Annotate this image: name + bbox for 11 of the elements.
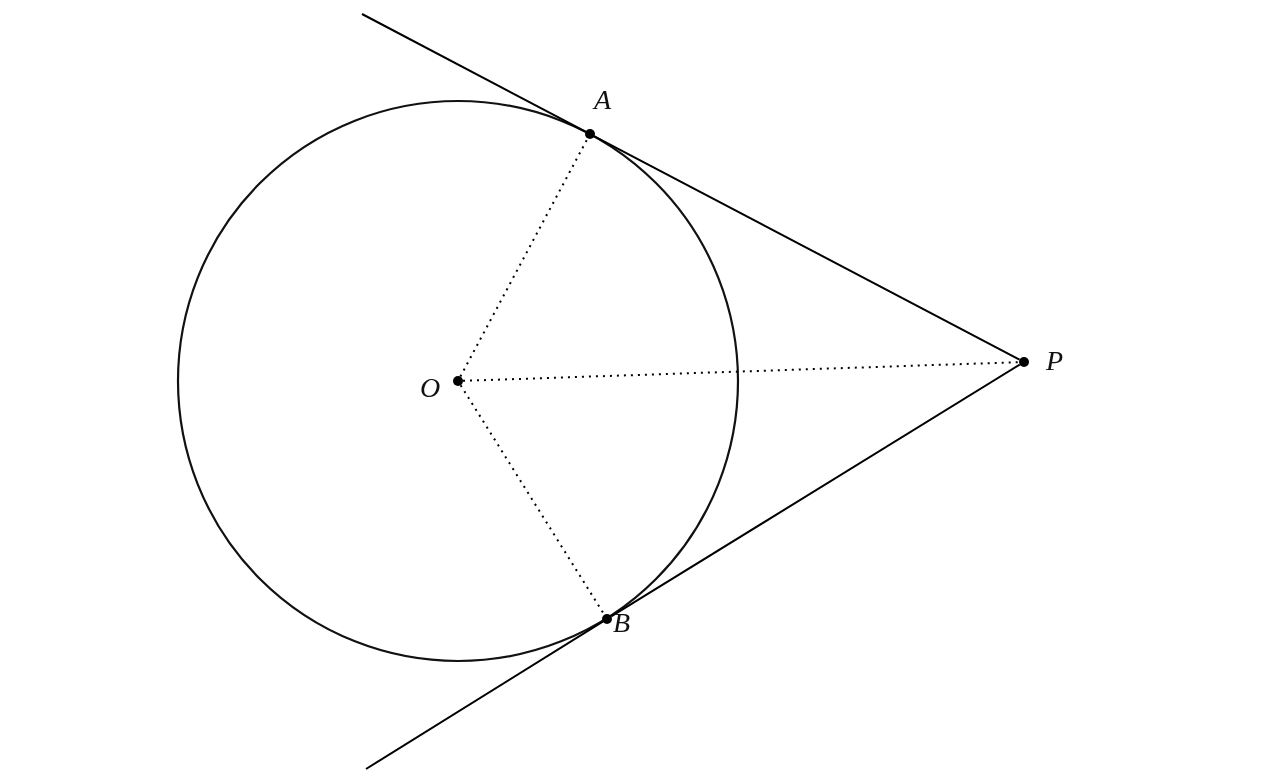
tangent-line [593,135,1021,361]
point-label: B [613,608,631,638]
tangent-line [610,363,1021,618]
dotted-line [459,384,606,616]
dotted-line [459,137,589,378]
tangent-line [365,620,604,770]
point-label: A [594,85,612,115]
dotted-line [462,361,1020,382]
point-label: P [1046,346,1064,376]
tangent-line [361,13,587,133]
point-label: O [420,373,441,403]
